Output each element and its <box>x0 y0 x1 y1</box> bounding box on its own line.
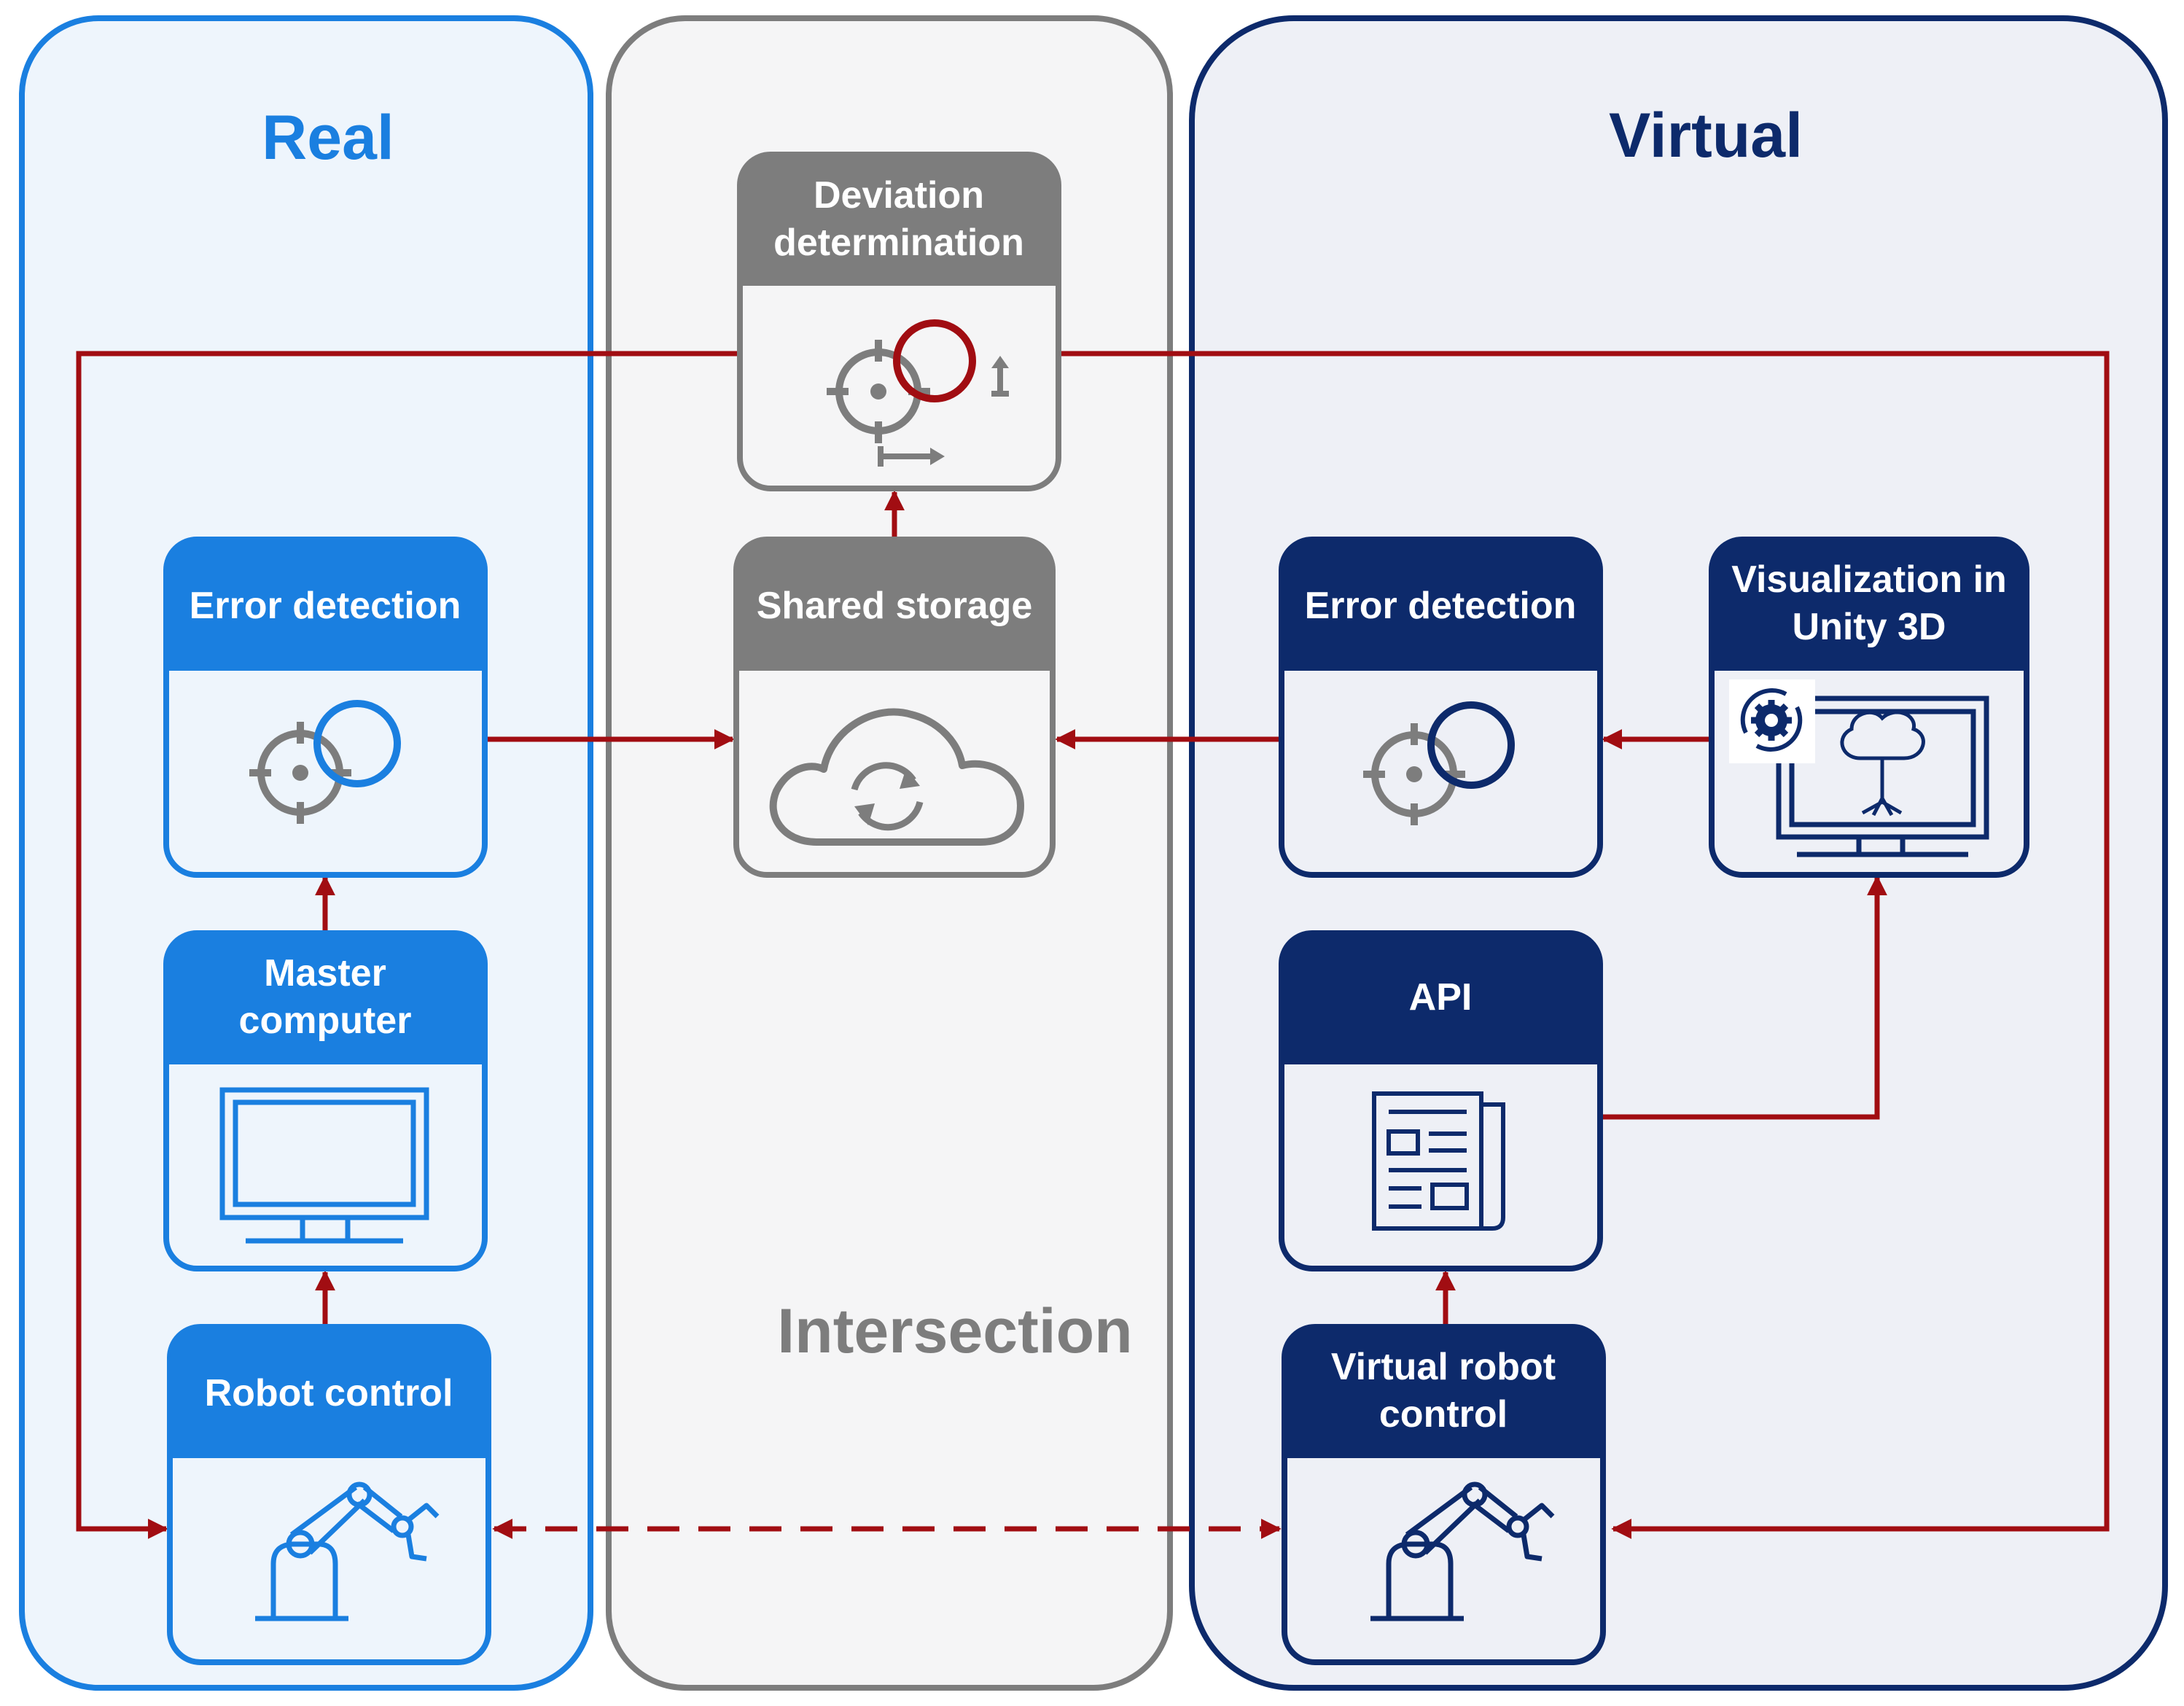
box-real-error-detection[interactable]: Error detection <box>163 537 488 878</box>
deviation-title-line2: determination <box>773 222 1024 264</box>
virtual-robot-title-line1: Virtual robot <box>1331 1346 1556 1388</box>
connector-api-to-visualization <box>1598 875 1887 1120</box>
visualization-title-line2: Unity 3D <box>1793 606 1946 648</box>
box-api[interactable]: API <box>1279 930 1603 1271</box>
connector-deviation-to-virtual-robot <box>1058 351 2110 1539</box>
target-error-icon <box>249 700 401 824</box>
deviation-title-line1: Deviation <box>814 174 984 217</box>
unity-monitor-icon <box>1729 679 1989 857</box>
box-robot-control[interactable]: Robot control <box>167 1324 491 1665</box>
robot-arm-icon <box>1370 1481 1555 1621</box>
robot-arm-icon <box>255 1481 440 1621</box>
gear-sync-icon <box>1740 688 1803 752</box>
box-visualization-unity[interactable]: Visualization in Unity 3D <box>1709 537 2029 878</box>
panel-title-real: Real <box>262 103 394 173</box>
cloud-sync-icon <box>769 708 1024 846</box>
visualization-title-line1: Visualization in <box>1731 558 2007 601</box>
panel-title-intersection: Intersection <box>777 1296 1132 1366</box>
master-computer-title-line1: Master <box>264 952 386 994</box>
box-virtual-robot-control[interactable]: Virtual robot control <box>1282 1324 1606 1665</box>
box-deviation-determination[interactable]: Deviation determination <box>737 152 1061 491</box>
virtual-error-title: Error detection <box>1305 585 1577 627</box>
box-virtual-error-detection[interactable]: Error detection <box>1279 537 1603 878</box>
shared-storage-title: Shared storage <box>757 585 1033 627</box>
monitor-icon <box>219 1087 429 1244</box>
connector-deviation-to-robot-control <box>76 351 740 1539</box>
virtual-robot-title-line2: control <box>1379 1393 1508 1436</box>
target-error-icon <box>1363 701 1515 825</box>
target-deviation-icon <box>827 319 1009 467</box>
master-computer-title-line2: computer <box>239 1000 412 1042</box>
real-error-title: Error detection <box>190 585 461 627</box>
api-title: API <box>1409 976 1473 1018</box>
box-master-computer[interactable]: Master computer <box>163 930 488 1271</box>
robot-control-title: Robot control <box>205 1372 453 1414</box>
box-shared-storage[interactable]: Shared storage <box>733 537 1056 878</box>
panel-title-virtual: Virtual <box>1609 101 1803 171</box>
document-icon <box>1372 1091 1505 1231</box>
connectors <box>76 351 2110 1539</box>
